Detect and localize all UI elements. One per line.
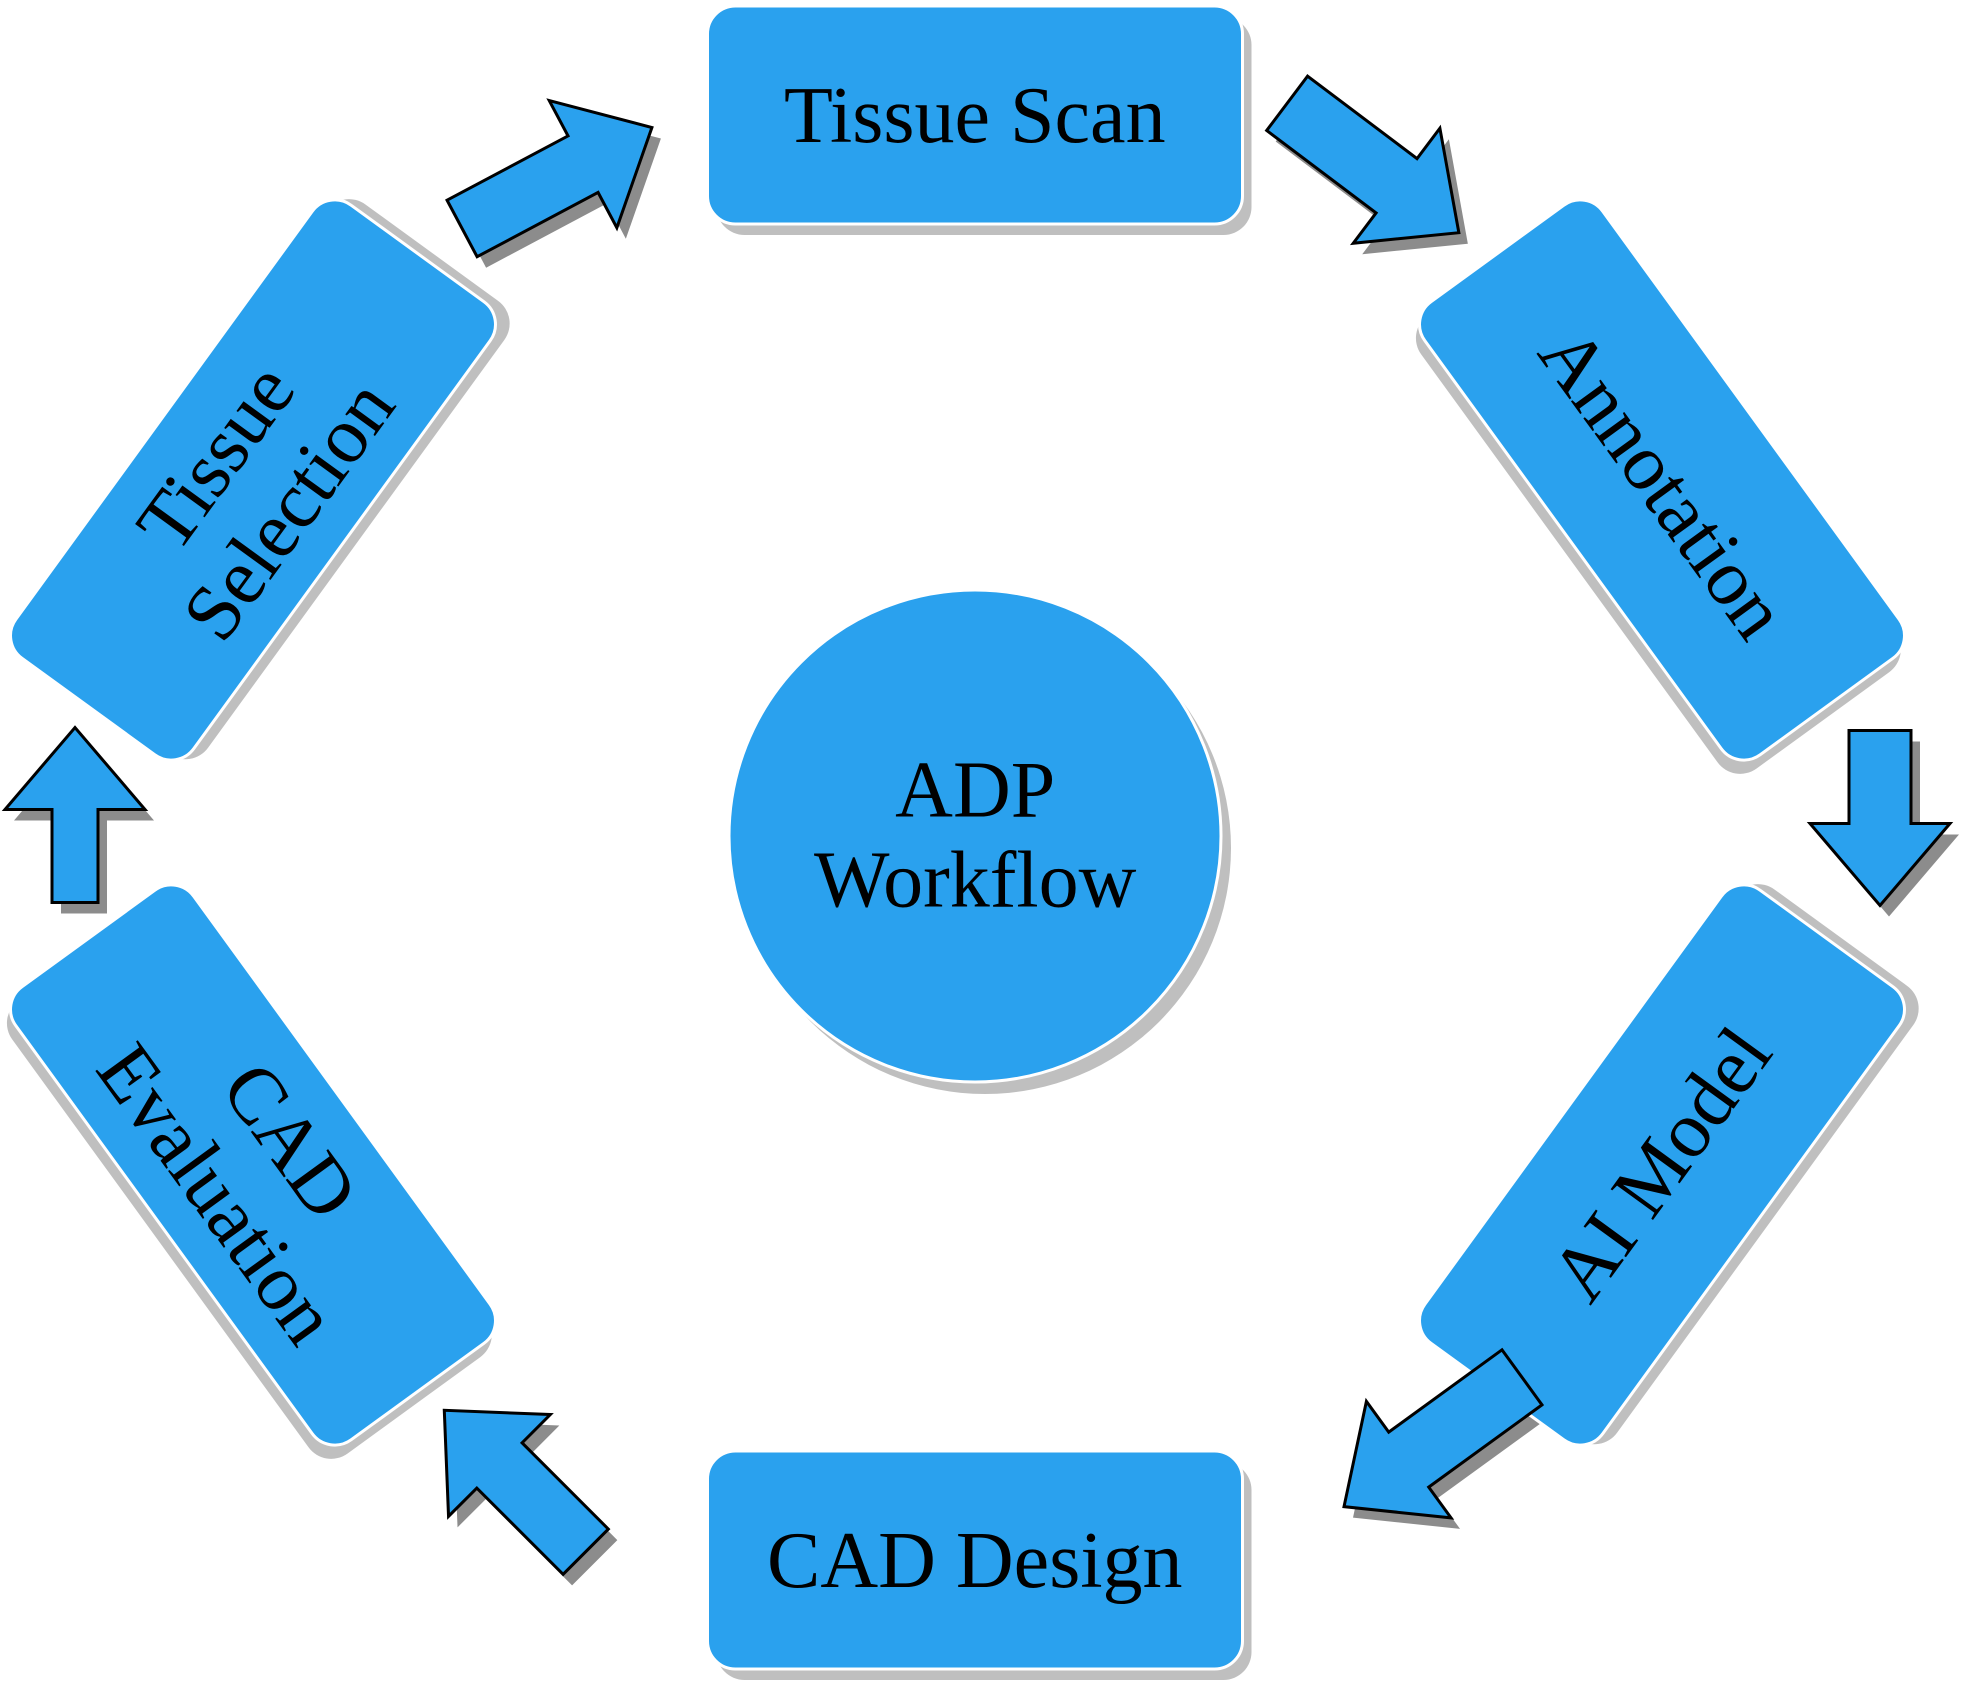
cad-evaluation-label: CAD Evaluation bbox=[78, 975, 427, 1361]
tissue-selection-label: Tissue Selection bbox=[93, 311, 413, 657]
arrow-evaluation-to-selection bbox=[1, 725, 149, 904]
cad-design-text: CAD Design bbox=[767, 1517, 1183, 1605]
arrow-ai-model-to-cad-design bbox=[1342, 1347, 1545, 1520]
cad-design-label: CAD Design bbox=[767, 1517, 1183, 1607]
center-title-line-1: ADP bbox=[895, 746, 1056, 835]
annotation-text: Annotation bbox=[1521, 311, 1805, 655]
center-title-line-2: Workflow bbox=[814, 836, 1137, 925]
center-circle bbox=[727, 588, 1223, 1084]
arrow-scan-to-annotation bbox=[1264, 74, 1461, 246]
arrow-selection-to-scan bbox=[445, 98, 654, 259]
tissue-scan-label: Tissue Scan bbox=[784, 72, 1166, 162]
center-circle-label: ADP Workflow bbox=[814, 747, 1136, 926]
tissue-scan-text: Tissue Scan bbox=[784, 72, 1166, 160]
annotation-box bbox=[1418, 198, 1906, 762]
arrow-cad-design-to-evaluation bbox=[442, 1408, 611, 1577]
cad-design-box bbox=[706, 1449, 1244, 1671]
tissue-scan-box bbox=[706, 4, 1244, 226]
annotation-label: Annotation bbox=[1520, 312, 1804, 656]
cad-evaluation-box bbox=[9, 883, 497, 1447]
ai-model-text: AI Model bbox=[1533, 1011, 1789, 1317]
arrow-annotation-to-ai-model bbox=[1806, 729, 1954, 908]
tissue-selection-box bbox=[9, 198, 497, 762]
ai-model-label: AI Model bbox=[1534, 1012, 1791, 1318]
